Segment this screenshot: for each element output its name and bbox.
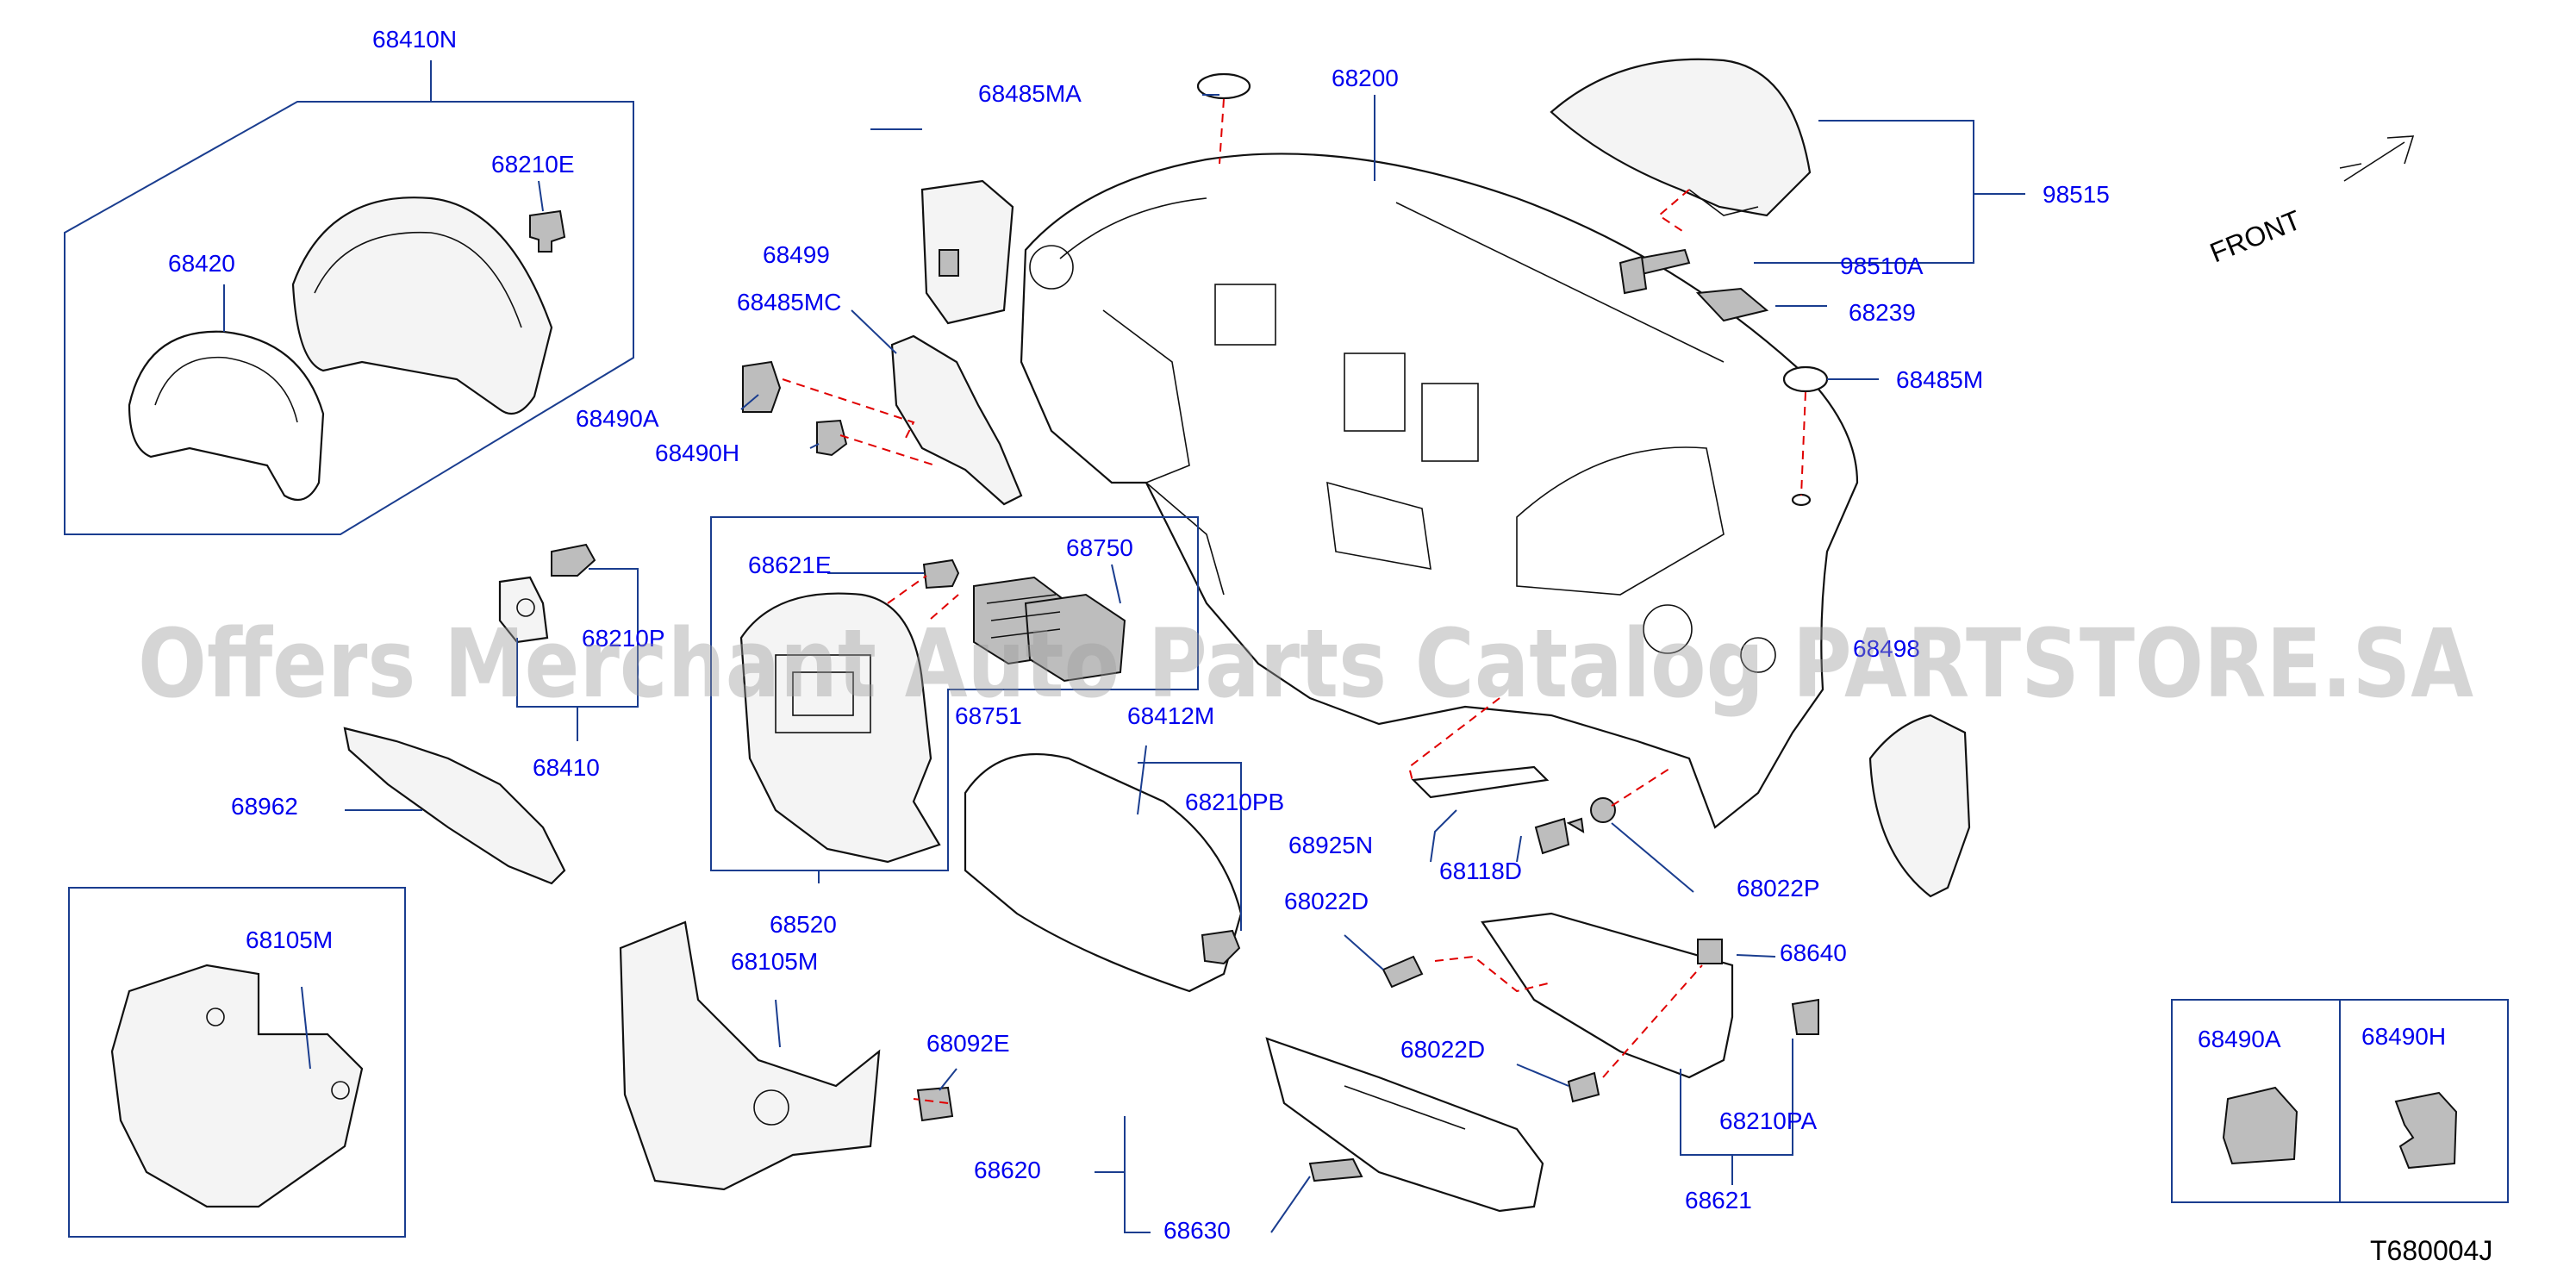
label-68751: 68751 [955,702,1022,729]
label-68490H-inset: 68490H [2361,1023,2446,1050]
label-68485MC: 68485MC [737,289,841,315]
label-68022P: 68022P [1737,875,1820,902]
label-68925N: 68925N [1288,832,1373,858]
label-68412M: 68412M [1127,702,1214,729]
label-68210PB: 68210PB [1185,789,1284,815]
label-68239: 68239 [1849,299,1916,326]
label-68485MA: 68485MA [978,80,1082,107]
fastener-lines [782,98,1806,1104]
label-68420: 68420 [168,250,235,277]
label-68621: 68621 [1685,1187,1752,1213]
watermark-text: Offers Merchant Auto Parts Catalog PARTS… [138,608,2473,719]
label-68490A: 68490A [576,405,659,432]
label-68499: 68499 [763,241,830,268]
label-68022D-lower: 68022D [1400,1036,1485,1063]
label-68750: 68750 [1066,534,1133,561]
label-68022D-upper: 68022D [1284,888,1369,914]
label-68210P: 68210P [582,625,665,652]
label-68210E: 68210E [491,151,575,178]
label-68498: 68498 [1853,635,1920,662]
label-68485M: 68485M [1896,366,1983,393]
label-68105M-left: 68105M [246,926,333,953]
label-68621E: 68621E [748,552,832,578]
label-68630: 68630 [1163,1217,1231,1244]
label-68490H: 68490H [655,440,739,466]
label-68640: 68640 [1780,939,1847,966]
label-98515: 98515 [2043,181,2110,208]
label-68490A-inset: 68490A [2198,1026,2281,1052]
label-68105M-middle: 68105M [731,948,818,975]
label-68410N: 68410N [372,26,457,53]
label-68962: 68962 [231,793,298,820]
label-68118D: 68118D [1439,858,1522,884]
part-labels: 68410N 68210E 68420 68490A 68499 68485MC… [168,26,2446,1244]
leader-lines [223,60,2025,1233]
label-68620: 68620 [974,1157,1041,1183]
label-98510A: 98510A [1840,253,1924,279]
label-68520: 68520 [770,911,837,938]
label-68092E: 68092E [926,1030,1010,1057]
label-68410: 68410 [533,754,600,781]
front-direction-label: FRONT [2205,204,2305,269]
diagram-code: T680004J [2370,1235,2492,1266]
label-68200: 68200 [1332,65,1399,91]
part-shapes [64,58,2509,1238]
label-68210PA: 68210PA [1719,1107,1817,1134]
